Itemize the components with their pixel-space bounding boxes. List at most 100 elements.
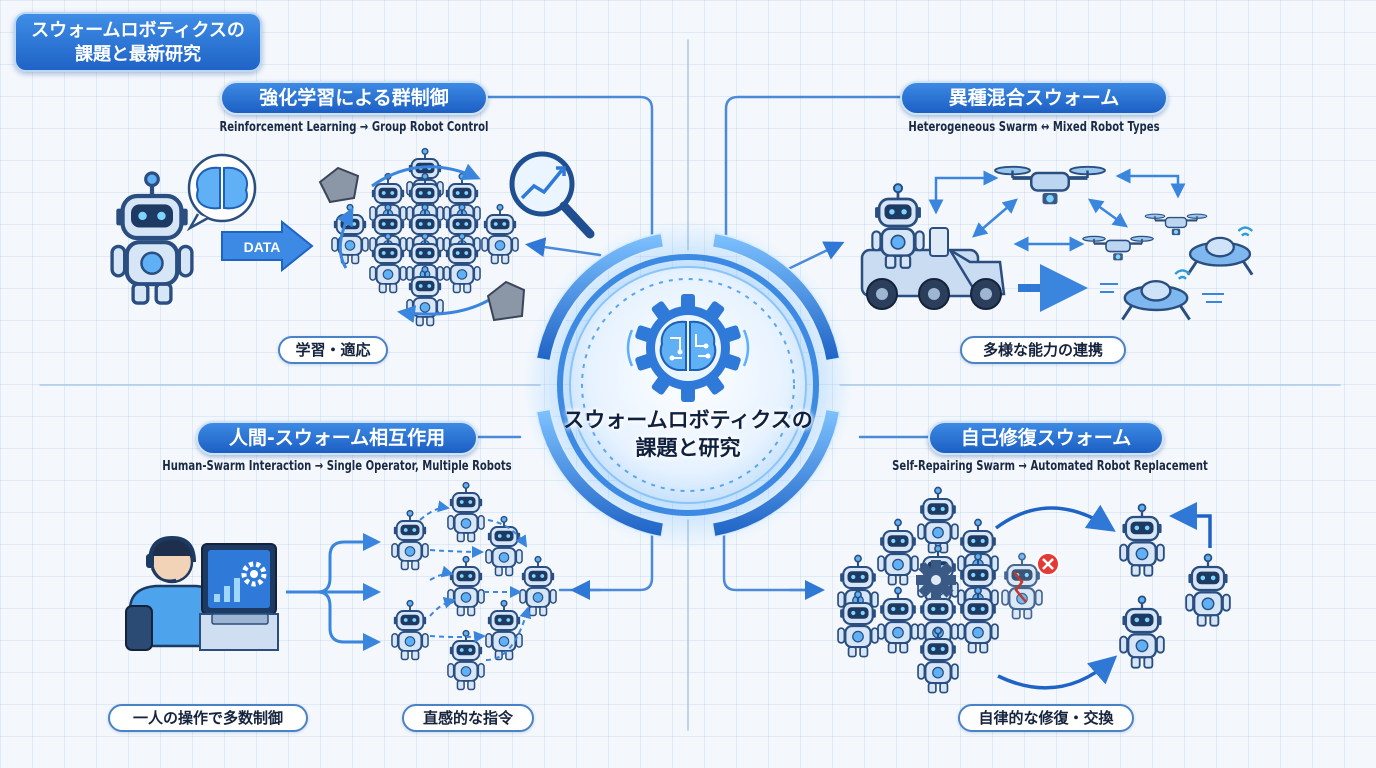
headset-band [148,535,196,563]
robot-ear [513,220,517,229]
robot-antenna-tip [1137,595,1147,605]
drone-lens [1115,254,1121,260]
robot-core [498,636,510,647]
robot-eye [468,648,473,652]
hub-ring-segment [535,408,665,538]
robot-core [494,240,506,251]
robot-visor [927,603,949,615]
robot-leg [131,282,150,305]
robot-eye [412,528,417,532]
robot-eye [900,538,905,544]
robot-icon [877,518,919,586]
hetero-panel-art [860,165,1254,321]
robot-arm [436,206,444,221]
robot-leg [939,682,949,694]
robot-core [892,558,904,571]
robot-icon [391,509,429,571]
robot-eye [403,528,408,532]
robot-antenna-tip [458,203,466,211]
robot-arm [399,206,407,221]
robot-arm [477,589,485,604]
hub-label-line2: 課題と研究 [635,436,741,460]
robot-arm [406,206,414,221]
replace-arrow [1169,502,1212,548]
keyboard [211,613,269,625]
robot-visor [967,569,989,581]
robot-arm [515,633,523,648]
robot-core [932,666,944,679]
robot-arm [1156,543,1165,562]
robot-eye [502,222,507,226]
rover-cab [929,227,949,257]
brain-thought-bubble [186,153,257,232]
robot-ear [181,208,188,226]
robot-leg [884,254,897,269]
robot-learner-icon [110,171,194,305]
selfrepair-panel-subtitle: Self-Repairing Swarm → Automated Robot R… [892,459,1208,474]
trend-arrowhead [556,166,566,176]
robot-icon [917,626,959,694]
robot-eye [427,251,432,255]
robot-ear [479,646,483,655]
robot-eye [418,191,423,195]
robot-ear [840,609,844,618]
robot-arm [519,589,527,604]
robot-eye [931,506,936,512]
ground-drone-icon [1121,269,1191,321]
robot-ear [438,189,442,198]
command-arrows [419,500,532,661]
hub-ring-segment [711,408,841,538]
robot-ear [1224,573,1228,584]
rl-panel-subtitle: Reinforcement Learning → Group Robot Con… [219,120,489,135]
robot-antenna-tip [974,518,982,527]
repair-robot-swarm [837,486,999,694]
header-badge-line1: スウォームロボティクスの [31,20,245,41]
robot-leg [501,254,510,265]
robot-eye [412,618,417,622]
robot-visor [967,535,989,547]
robot-arm [421,543,429,558]
rover-hub [980,288,992,300]
robot-visor [452,247,472,259]
robot-arm [399,266,407,281]
robot-leg [967,642,977,654]
robot-ear [408,282,412,291]
robot-ear [116,208,123,226]
robot-leg [1023,608,1033,620]
gdrone-dome [1205,236,1235,258]
hub-ring-segment [535,232,665,362]
robot-arm [917,663,926,680]
robot-visor [452,218,472,230]
connector-line [486,95,654,248]
robot-antenna-tip [462,481,470,489]
rl-note: 学習・適応 [278,336,388,364]
robot-leg [505,650,514,661]
robot-visor [1130,613,1154,627]
robot-arm [331,237,339,252]
robot-eye [493,222,498,226]
circuit-node [669,355,675,361]
robot-antenna-tip [406,599,414,607]
robot-leg [979,642,989,654]
robot-ear [487,616,491,625]
robot-ear [952,563,956,572]
robot-ear [393,526,397,535]
gdrone-legs [1121,304,1191,321]
robot-eye [889,209,895,215]
robot-visor [415,280,435,292]
robot-ear [475,220,479,229]
robot-ear [517,616,521,625]
gear-tooth [681,386,695,402]
robot-leg [456,606,465,617]
crack-mark [1013,571,1027,603]
command-arrow [429,545,484,558]
robot-ear [872,609,876,618]
robot-eye [971,538,976,544]
robot-antenna-tip [974,552,982,561]
robot-arm [871,230,882,252]
robot-ear [875,207,880,218]
robot-eye [455,251,460,255]
rover-robot-icon [860,183,1006,310]
